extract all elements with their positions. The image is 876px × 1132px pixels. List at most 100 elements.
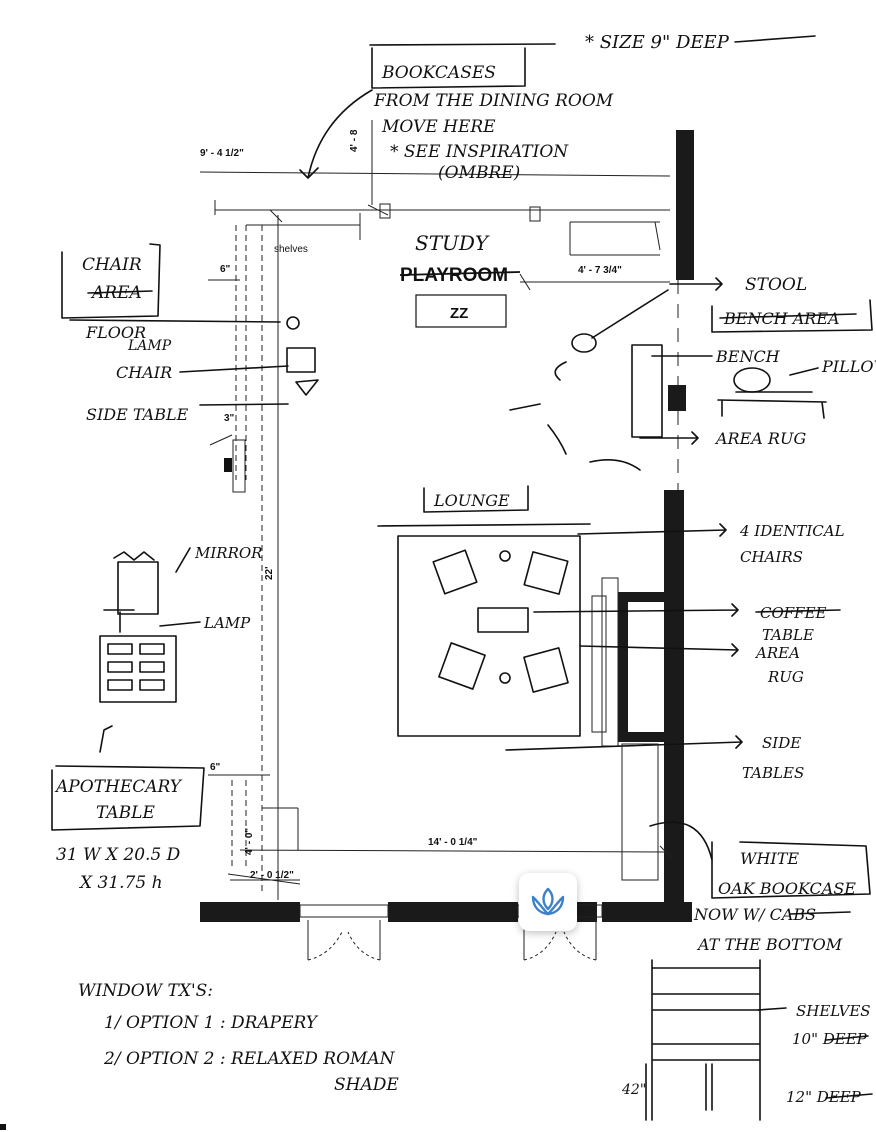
note-apothecary-size-2: X 31.75 h — [78, 873, 163, 893]
dim-bottom-width: 14' - 0 1/4" — [428, 837, 478, 848]
stool-symbol — [571, 333, 597, 353]
note-bench-area: BENCH AREA — [723, 309, 840, 328]
note-white-oak-4: AT THE BOTTOM — [696, 935, 843, 954]
mirror-arrow — [175, 547, 191, 573]
apothecary-box — [51, 765, 205, 831]
note-bookcases-3: * SEE INSPIRATION — [390, 142, 569, 162]
note-stool: STOOL — [745, 275, 807, 295]
right-wall-segment — [668, 385, 686, 411]
dim-shelf-6: 6" — [220, 264, 231, 275]
bottom-wall-corner — [602, 902, 692, 922]
floor-lamp-symbol — [286, 316, 300, 330]
note-window-3: 2/ OPTION 2 : RELAXED ROMAN — [103, 1049, 396, 1069]
bench-symbol — [631, 344, 663, 438]
playroom-strike — [399, 271, 521, 276]
dim-shelves: shelves — [274, 244, 308, 255]
bench-area-box — [711, 299, 873, 333]
room-tag: ZZ — [450, 305, 468, 322]
rug-scribbles — [509, 361, 641, 471]
dim-right-top: 4' - 7 3/4" — [578, 265, 622, 276]
note-bookcases-2: MOVE HERE — [381, 117, 496, 137]
dim-left-length: 22' — [264, 566, 275, 580]
note-bookcases: BOOKCASES — [381, 63, 496, 83]
mirror-symbol — [117, 561, 159, 615]
fireplace-bottom — [618, 732, 666, 742]
lounge-furniture — [397, 535, 619, 747]
note-floor-lamp-1: FLOOR — [85, 323, 146, 342]
deep12-strike — [825, 1093, 873, 1099]
note-height-42: 42" — [621, 1082, 646, 1098]
note-window-4: SHADE — [334, 1075, 399, 1095]
note-shelves-1: SHELVES — [796, 1002, 871, 1020]
room-title-printed: PLAYROOM — [400, 265, 508, 286]
note-side-table: SIDE TABLE — [86, 405, 189, 424]
fireplace-top — [618, 592, 666, 602]
side-tables-arrow — [505, 735, 743, 751]
rug-arrow — [579, 643, 739, 657]
lounge-underline — [377, 523, 591, 527]
note-bench: BENCH — [715, 347, 781, 366]
stool-leader — [591, 289, 669, 339]
room-tag-box — [415, 294, 507, 328]
note-apothecary-size-1: 31 W X 20.5 D — [56, 845, 181, 865]
note-rug-1: AREA — [754, 644, 800, 662]
note-coffee-1: COFFEE — [760, 604, 827, 622]
note-floor-lamp-2: LAMP — [127, 338, 172, 354]
bench-area-strike — [719, 313, 857, 319]
lotus-icon — [531, 887, 565, 916]
white-oak-box — [711, 841, 871, 899]
chairs-arrow — [577, 523, 727, 537]
area-rug-arrow — [639, 431, 699, 445]
bookcase-elevation — [651, 959, 761, 1121]
dimension-lines — [199, 120, 673, 885]
apothecary-arrow — [99, 725, 113, 753]
note-side-tables-1: SIDE — [762, 734, 801, 752]
note-white-oak-3: NOW W/ CABS — [693, 905, 816, 924]
bookcases-box — [369, 43, 556, 89]
note-apothecary-1: APOTHECARY — [54, 777, 183, 797]
app-badge-button[interactable] — [519, 873, 577, 931]
note-size: * SIZE 9" DEEP — [585, 32, 730, 53]
right-wall-upper — [676, 130, 694, 280]
note-apothecary-2: TABLE — [96, 803, 155, 823]
dim-top-depth: 4' - 8 — [349, 129, 360, 152]
note-white-oak-2: OAK BOOKCASE — [718, 879, 856, 898]
note-lounge: LOUNGE — [433, 491, 510, 510]
note-white-oak-1: WHITE — [740, 849, 799, 868]
bench-sketch — [717, 367, 827, 419]
note-area-rug: AREA RUG — [714, 429, 806, 448]
chair-area-box — [61, 243, 161, 319]
dim-top-width: 9' - 4 1/2" — [200, 148, 244, 159]
note-chairs-2: CHAIRS — [740, 548, 803, 566]
dim-door: 2' - 0 1/2" — [250, 870, 294, 881]
note-chairs-1: 4 IDENTICAL — [739, 522, 845, 540]
note-bookcases-4: (OMBRE) — [438, 163, 520, 183]
side-table-symbol — [295, 379, 319, 396]
note-side-tables-2: TABLES — [742, 764, 804, 782]
coffee-arrow — [533, 603, 739, 617]
note-chair-area-1: CHAIR — [82, 255, 142, 275]
corner-mark — [0, 1124, 6, 1130]
bottom-wall-left — [200, 902, 300, 922]
lounge-box — [423, 485, 529, 513]
white-oak-arrow — [649, 821, 713, 861]
right-wall-lower — [664, 490, 684, 902]
coffee-strike — [755, 609, 841, 613]
fireplace-left — [618, 592, 628, 742]
stool-arrow — [669, 277, 723, 291]
deep-strike — [734, 35, 816, 43]
shelves-arrow — [757, 1007, 787, 1011]
bookcases-arrow — [299, 89, 373, 179]
walls — [200, 130, 694, 922]
shelves-deep-strike — [825, 1035, 869, 1041]
mirror-top — [113, 551, 155, 561]
note-rug-2: RUG — [767, 668, 804, 686]
note-bookcases-1: FROM THE DINING ROOM — [373, 91, 614, 111]
note-chair-area-2: AREA — [90, 283, 142, 303]
cabinet-symbol — [99, 635, 177, 703]
dim-left-4: 4' - 0" — [244, 828, 255, 855]
cabs-strike — [789, 911, 851, 915]
note-chair: CHAIR — [116, 363, 172, 382]
note-coffee-2: TABLE — [762, 626, 814, 644]
